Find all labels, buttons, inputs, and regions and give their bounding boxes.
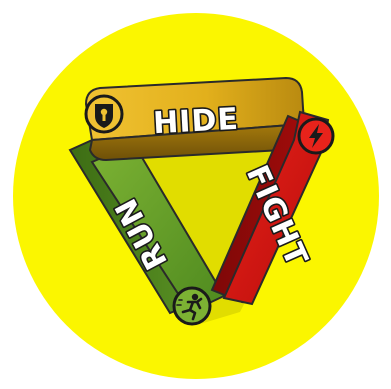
lock-shield-icon xyxy=(86,96,122,132)
running-person-icon xyxy=(174,288,210,324)
lightning-bolt-icon xyxy=(299,119,333,153)
hide-label: HIDE xyxy=(152,102,239,141)
